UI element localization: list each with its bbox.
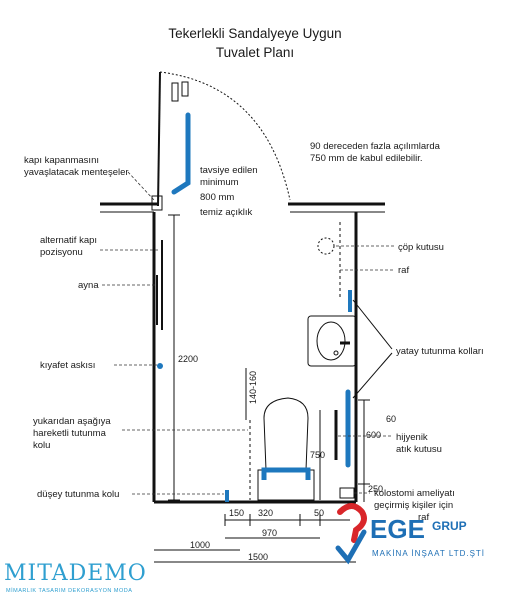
label-shelf: raf — [398, 265, 409, 276]
ege-logo-mark-icon — [337, 503, 367, 543]
dim-60-label: 60 — [386, 414, 396, 424]
leader-hinge — [127, 171, 155, 201]
door-leaf — [157, 71, 161, 207]
label-hinge-1: kapı kapanmasını — [24, 155, 99, 166]
label-grab-bars: yatay tutunma kolları — [396, 346, 484, 357]
label-alt-door-2: pozisyonu — [40, 247, 83, 258]
mitademo-logo-subtitle: MİMARLIK TASARIM DEKORASYON MODA — [6, 587, 132, 594]
toilet — [257, 389, 355, 501]
dim-150-label: 150 — [229, 508, 244, 518]
dim-750-label: 750 — [310, 450, 325, 460]
label-alt-door-1: alternatif kapı — [40, 235, 97, 246]
dim-2200: 2200 — [168, 214, 198, 501]
dim-right: 60 600 250 — [358, 399, 396, 502]
door — [151, 71, 291, 211]
label-90-degree-2: 750 mm de kabul edilebilir. — [310, 153, 422, 164]
label-clearance-2: minimum — [200, 177, 239, 188]
dim-50-label: 50 — [314, 508, 324, 518]
toilet-back-bar — [261, 467, 311, 480]
label-colostomy-1: kolostomi ameliyatı — [374, 488, 455, 499]
dim-970-label: 970 — [262, 528, 277, 538]
label-colostomy-2: geçirmiş kişiler için — [374, 500, 453, 511]
ege-logo-subtitle: MAKİNA İNŞAAT LTD.ŞTİ — [372, 549, 485, 558]
label-90-degree-1: 90 dereceden fazla açılımlarda — [310, 141, 441, 152]
label-mirror: ayna — [78, 280, 99, 291]
title-line-2: Tuvalet Planı — [216, 45, 294, 60]
leader-grab-bar-1 — [352, 299, 393, 350]
dim-1000-label: 1000 — [190, 540, 210, 550]
door-handle-top — [171, 82, 179, 102]
label-clearance-4: temiz açıklık — [200, 207, 253, 218]
colostomy-shelf — [339, 487, 355, 499]
dim-140-160: 140-160 — [245, 368, 258, 420]
grup-logo-text: GRUP — [432, 519, 467, 533]
ege-logo-text: EGE — [370, 514, 425, 544]
label-clearance-3: 800 mm — [200, 192, 234, 203]
ege-grup-logo: EGE GRUP MAKİNA İNŞAAT LTD.ŞTİ — [335, 503, 485, 565]
label-drop-rail-1: yukarıdan aşağıya — [33, 416, 111, 427]
leader-grab-bar-2 — [352, 352, 393, 399]
clothes-hook — [157, 363, 163, 369]
sink-drain — [333, 350, 339, 356]
dim-600-label: 600 — [366, 430, 381, 440]
ege-logo-check-icon — [335, 529, 367, 565]
dim-750: 750 — [310, 410, 325, 500]
door-swing-arc — [159, 71, 291, 201]
waste-bin — [317, 237, 335, 255]
label-drop-rail-2: hareketli tutunma — [33, 428, 107, 439]
sink-basin-outer — [307, 315, 357, 367]
toilet-bowl — [263, 397, 309, 471]
sink — [307, 290, 357, 367]
title-line-1: Tekerlekli Sandalyeye Uygun — [168, 26, 341, 41]
dim-bottom: 150 320 50 970 1000 1500 — [154, 508, 356, 563]
label-clearance-1: tavsiye edilen — [200, 165, 258, 176]
label-vertical-bar: düşey tutunma kolu — [37, 489, 119, 500]
label-colostomy-3: raf — [418, 512, 429, 523]
dim-140-160-label: 140-160 — [248, 371, 258, 404]
sink-basin-inner — [316, 321, 346, 361]
dim-1500-label: 1500 — [248, 552, 268, 562]
label-coat-hook: kıyafet askısı — [40, 360, 95, 371]
dim-250-label: 250 — [368, 484, 383, 494]
label-drop-rail-3: kolu — [33, 440, 50, 451]
dim-320-label: 320 — [258, 508, 273, 518]
dim-2200-label: 2200 — [178, 354, 198, 364]
hinge-bracket — [151, 195, 163, 211]
label-hygiene-2: atık kutusu — [396, 444, 442, 455]
door-grab-bar — [171, 112, 191, 195]
label-hygiene-1: hijyenik — [396, 432, 428, 443]
mitademo-logo-text: MITADEMO — [4, 561, 147, 586]
mitademo-logo: MITADEMO MİMARLIK TASARIM DEKORASYON MOD… — [4, 561, 147, 594]
label-waste-bin: çöp kutusu — [398, 242, 444, 253]
door-handle-top-2 — [181, 81, 189, 97]
label-hinge-2: yavaşlatacak menteşeler — [24, 167, 129, 178]
